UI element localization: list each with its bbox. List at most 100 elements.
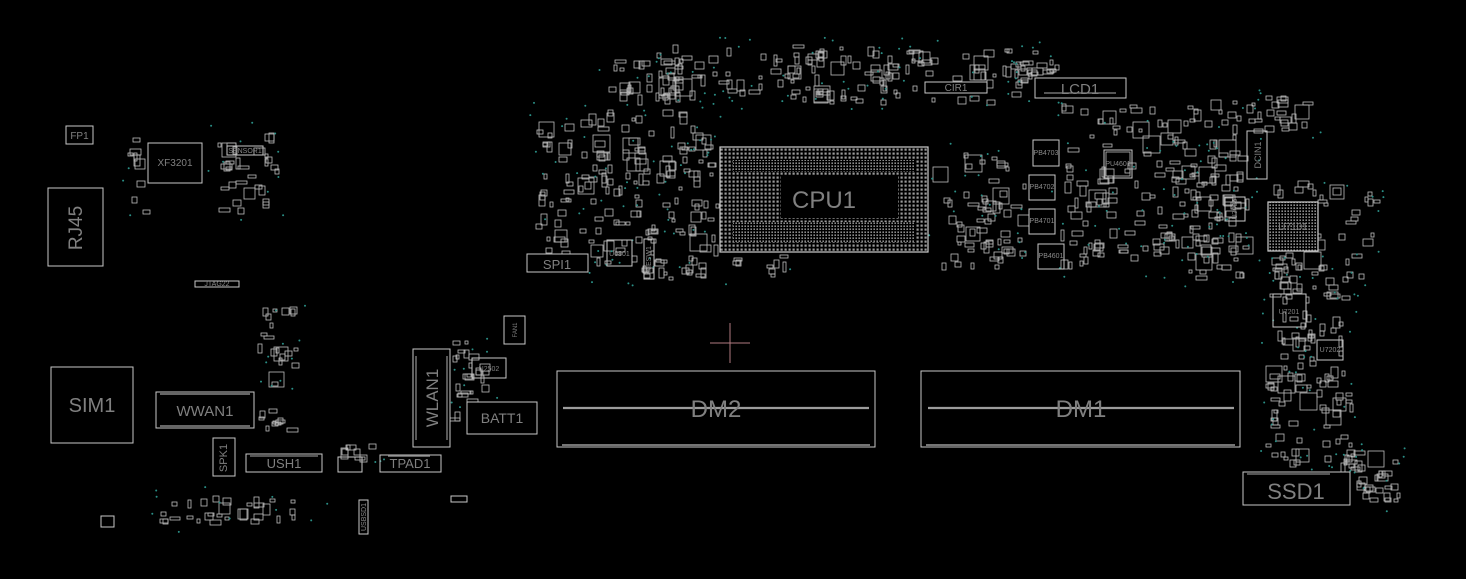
smd-part[interactable] — [346, 444, 357, 451]
smd-part[interactable] — [1020, 65, 1026, 72]
smd-part[interactable] — [980, 242, 987, 250]
smd-part[interactable] — [565, 173, 570, 184]
smd-part[interactable] — [1330, 327, 1337, 334]
smd-part[interactable] — [718, 80, 730, 85]
smd-part[interactable] — [1276, 96, 1289, 104]
smd-part[interactable] — [1203, 256, 1210, 264]
smd-part[interactable] — [991, 156, 998, 161]
smd-part[interactable] — [1001, 246, 1014, 254]
smd-part[interactable] — [979, 159, 986, 165]
smd-part[interactable] — [1345, 258, 1350, 266]
smd-part[interactable] — [1328, 284, 1339, 291]
smd-part[interactable] — [1160, 132, 1174, 146]
smd-part[interactable] — [1175, 239, 1180, 249]
smd-part[interactable] — [209, 519, 222, 526]
smd-part[interactable] — [887, 72, 893, 82]
smd-part[interactable] — [1094, 239, 1101, 251]
smd-part[interactable] — [691, 74, 701, 79]
smd-part[interactable] — [535, 223, 543, 230]
smd-part[interactable] — [1172, 213, 1185, 220]
smd-part[interactable] — [1375, 487, 1384, 494]
smd-part[interactable] — [633, 60, 641, 69]
smd-part[interactable] — [1143, 151, 1152, 157]
smd-part[interactable] — [1179, 201, 1186, 207]
smd-part[interactable] — [773, 259, 780, 269]
smd-part[interactable] — [1088, 242, 1093, 250]
smd-part[interactable] — [1230, 201, 1242, 210]
smd-part[interactable] — [1316, 377, 1322, 384]
smd-part[interactable] — [590, 198, 597, 205]
smd-part[interactable] — [1324, 455, 1332, 463]
smd-part[interactable] — [1325, 277, 1335, 286]
smd-part[interactable] — [1350, 466, 1361, 471]
smd-part[interactable] — [1345, 392, 1353, 397]
smd-part[interactable] — [698, 159, 704, 164]
smd-part[interactable] — [1109, 228, 1118, 239]
smd-part[interactable] — [794, 56, 800, 65]
smd-part[interactable] — [1201, 246, 1213, 258]
smd-part[interactable] — [1350, 453, 1356, 458]
smd-part[interactable] — [1329, 293, 1341, 299]
smd-part[interactable] — [636, 210, 642, 218]
smd-part[interactable] — [222, 497, 232, 506]
smd-part[interactable] — [281, 307, 290, 316]
smd-part[interactable] — [1364, 196, 1369, 203]
smd-part[interactable] — [1306, 314, 1312, 323]
smd-part[interactable] — [216, 513, 223, 518]
smd-part[interactable] — [1209, 194, 1219, 201]
smd-part[interactable] — [186, 515, 194, 520]
smd-part[interactable] — [1119, 249, 1129, 254]
smd-part[interactable] — [546, 236, 551, 242]
smd-part[interactable] — [999, 190, 1008, 198]
smd-part[interactable] — [1289, 316, 1299, 322]
smd-part[interactable] — [1306, 384, 1312, 389]
smd-part[interactable] — [1296, 283, 1303, 292]
smd-part[interactable] — [228, 181, 237, 189]
smd-part[interactable] — [274, 421, 282, 426]
smd-part[interactable] — [637, 94, 643, 106]
smd-part[interactable] — [1187, 105, 1194, 110]
smd-part[interactable] — [601, 175, 608, 188]
smd-part[interactable] — [1221, 184, 1231, 192]
smd-part[interactable] — [1307, 183, 1314, 190]
smd-part[interactable] — [220, 163, 233, 170]
smd-part[interactable] — [553, 236, 566, 243]
component-xf3201[interactable]: XF3201 — [147, 142, 203, 184]
smd-part[interactable] — [1002, 65, 1007, 77]
smd-part[interactable] — [1350, 216, 1359, 222]
smd-part[interactable] — [547, 132, 553, 139]
smd-part[interactable] — [604, 208, 614, 217]
smd-part[interactable] — [948, 215, 957, 225]
smd-part[interactable] — [674, 65, 684, 70]
smd-part[interactable] — [457, 349, 466, 354]
smd-part[interactable] — [1190, 225, 1201, 230]
smd-part[interactable] — [679, 231, 686, 236]
component-sensor[interactable]: SENSOR1 — [226, 145, 264, 156]
smd-part[interactable] — [647, 228, 659, 235]
smd-part[interactable] — [232, 146, 238, 155]
smd-part[interactable] — [1289, 275, 1298, 284]
component-u2502[interactable]: U2502 — [471, 357, 507, 379]
smd-part[interactable] — [1218, 139, 1237, 158]
smd-part[interactable] — [1303, 345, 1311, 351]
smd-part[interactable] — [840, 55, 847, 66]
smd-part[interactable] — [1200, 244, 1212, 256]
smd-part[interactable] — [1245, 198, 1250, 211]
smd-part[interactable] — [129, 148, 142, 156]
smd-part[interactable] — [1340, 434, 1349, 440]
smd-part[interactable] — [1096, 198, 1103, 206]
smd-part[interactable] — [1288, 122, 1298, 131]
smd-part[interactable] — [1195, 235, 1208, 242]
smd-part[interactable] — [957, 224, 965, 233]
smd-part[interactable] — [683, 168, 691, 173]
smd-part[interactable] — [1175, 178, 1187, 185]
smd-part[interactable] — [655, 258, 662, 263]
smd-part[interactable] — [253, 513, 264, 521]
smd-part[interactable] — [993, 251, 1003, 260]
smd-part[interactable] — [1338, 233, 1346, 241]
smd-part[interactable] — [1108, 187, 1118, 195]
component-u7202[interactable]: U7202 — [1316, 339, 1344, 361]
smd-part[interactable] — [867, 46, 875, 57]
smd-part[interactable] — [615, 221, 626, 226]
smd-part[interactable] — [626, 157, 641, 172]
